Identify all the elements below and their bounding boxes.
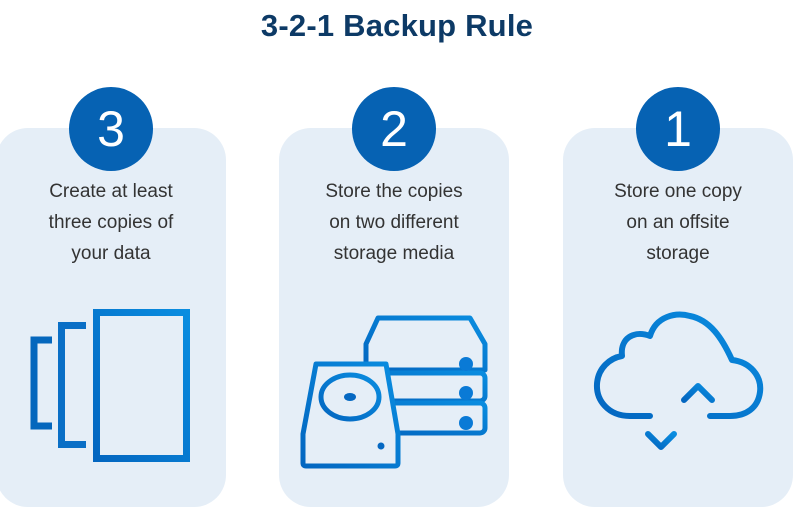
step-description: Create at least three copies of your dat… [0,176,226,269]
step-description-line: three copies of [48,212,174,233]
step-description: Store the copies on two different storag… [279,176,509,269]
step-number-badge: 1 [636,87,720,171]
step-description: Store one copy on an offsite storage [563,176,793,269]
step-description-line: storage media [333,243,455,264]
step-description-line: storage [646,243,710,264]
step-description-line: Store one copy [614,181,742,202]
step-description-line: Store the copies [325,181,463,202]
step-description-line: on an offsite [626,212,730,233]
page-title: 3-2-1 Backup Rule [260,8,534,43]
step-number-badge: 2 [352,87,436,171]
step-description-line: Create at least [49,181,173,202]
step-number-badge: 3 [69,87,153,171]
step-description-line: on two different [329,212,459,233]
step-description-line: your data [71,243,151,264]
